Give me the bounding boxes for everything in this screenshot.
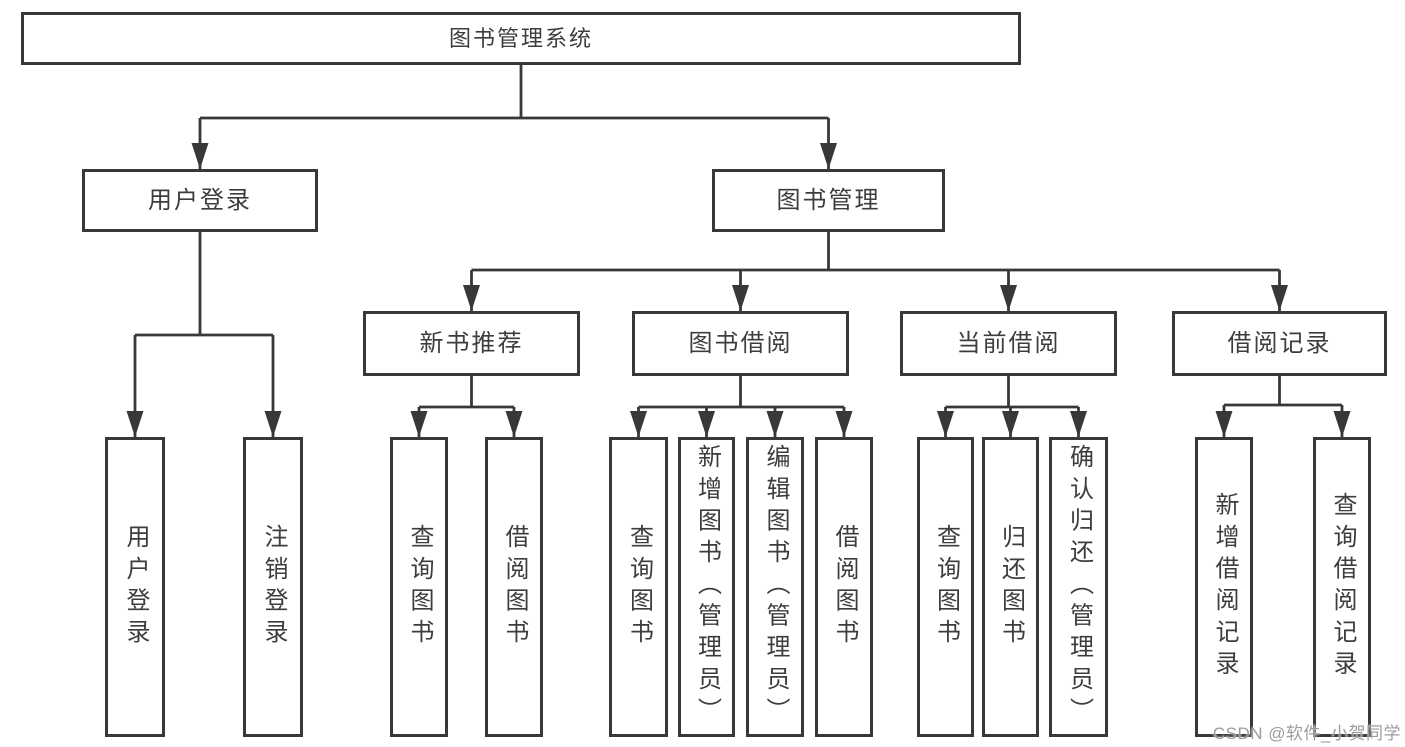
node-label: 确认归还（管理员）: [1065, 444, 1093, 730]
node-label: 查询图书: [625, 523, 653, 651]
node-library-management-system: 图书管理系统: [21, 12, 1021, 65]
node-label: 借阅图书: [831, 523, 858, 651]
node-label: 查询图书: [406, 523, 433, 651]
node-label: 借阅图书: [501, 523, 528, 651]
node-user-login: 用户登录: [82, 169, 318, 232]
node-label: 图书借阅: [688, 329, 793, 357]
node-label: 用户登录: [148, 186, 252, 214]
node-book-management: 图书管理: [712, 169, 945, 232]
node-current-borrow: 当前借阅: [900, 311, 1117, 376]
node-label: 新增借阅记录: [1211, 491, 1238, 683]
leaf-confirm-return-admin: 确认归还（管理员）: [1049, 437, 1108, 737]
node-label: 用户登录: [122, 523, 149, 651]
leaf-edit-books-admin: 编辑图书（管理员）: [746, 437, 804, 737]
leaf-borrow-books-recommend: 借阅图书: [485, 437, 543, 737]
node-label: 新书推荐: [419, 329, 524, 357]
node-label: 新增图书（管理员）: [693, 444, 721, 730]
leaf-query-books-current: 查询图书: [917, 437, 974, 737]
leaf-return-books: 归还图书: [982, 437, 1039, 737]
node-label: 编辑图书（管理员）: [762, 444, 789, 730]
node-label: 当前借阅: [956, 329, 1061, 357]
leaf-add-books-admin: 新增图书（管理员）: [678, 437, 735, 737]
leaf-query-borrow-record: 查询借阅记录: [1313, 437, 1371, 737]
csdn-watermark: CSDN @软件_小贺同学: [1212, 724, 1401, 743]
node-label: 归还图书: [997, 523, 1025, 651]
node-label: 查询借阅记录: [1329, 491, 1356, 683]
node-borrow-records: 借阅记录: [1172, 311, 1387, 376]
leaf-borrow-books: 借阅图书: [815, 437, 873, 737]
node-book-borrow: 图书借阅: [632, 311, 849, 376]
node-label: 查询图书: [932, 523, 960, 651]
node-new-book-recommend: 新书推荐: [363, 311, 580, 376]
leaf-query-books-recommend: 查询图书: [390, 437, 448, 737]
node-label: 注销登录: [260, 523, 287, 651]
leaf-query-books-borrow: 查询图书: [609, 437, 668, 737]
node-label: 借阅记录: [1227, 329, 1332, 357]
leaf-logout: 注销登录: [243, 437, 303, 737]
leaf-user-login: 用户登录: [105, 437, 165, 737]
leaf-add-borrow-record: 新增借阅记录: [1195, 437, 1253, 737]
node-label: 图书管理系统: [448, 25, 593, 51]
node-label: 图书管理: [776, 186, 881, 214]
